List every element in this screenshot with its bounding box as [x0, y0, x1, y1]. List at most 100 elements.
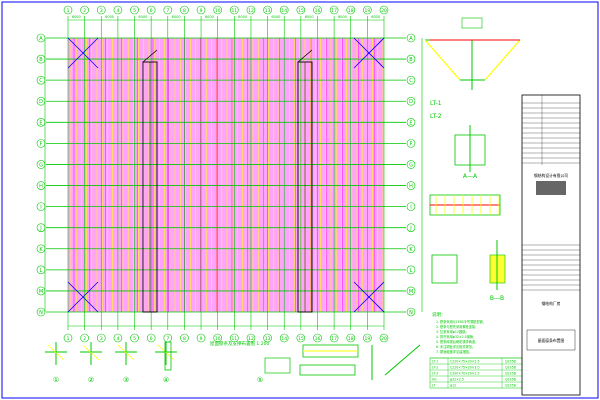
- grid-col-label: 5: [133, 8, 136, 14]
- grid-row-bubble: [406, 118, 416, 127]
- grid-row-label: L: [40, 268, 43, 274]
- grid-col-bubble: [279, 333, 289, 343]
- grid-col-label: 15: [298, 336, 304, 342]
- grid-col-label: 4: [116, 8, 119, 14]
- column-detail: [164, 341, 172, 371]
- grid-row-bubble: [406, 75, 416, 85]
- grid-col-label: 4: [116, 336, 119, 342]
- grid-col-bubble: [63, 5, 73, 15]
- drawing-name: 屋面檩条布置图: [538, 338, 565, 343]
- grid-row-label: A: [409, 36, 413, 42]
- schedule-cell: Q235B: [505, 384, 516, 388]
- grid-col-label: 13: [265, 336, 271, 342]
- dim-value: 6000: [105, 15, 114, 19]
- grid-col-label: 3: [100, 8, 103, 14]
- grid-col-label: 10: [215, 336, 221, 342]
- dim-value: 6000: [371, 15, 380, 19]
- grid-row-label: C: [409, 78, 413, 84]
- grid-col-bubble: [113, 5, 123, 15]
- frame-rafter: [384, 344, 421, 376]
- grid-row-bubble: [406, 96, 416, 106]
- schedule-cell: Q235B: [505, 360, 516, 364]
- grid-col-bubble: [146, 333, 156, 343]
- grid-col-label: 2: [83, 8, 86, 14]
- dim-value: 6000: [338, 15, 347, 19]
- grid-row-bubble: [406, 265, 416, 275]
- schedule-cell: φ12: [450, 384, 456, 388]
- grid-col-label: 19: [365, 336, 371, 342]
- grid-col-bubble: [113, 333, 123, 343]
- grid-col-label: 9: [200, 336, 203, 342]
- schedule-cell: Q235B: [505, 378, 516, 382]
- notes-title: 说明：: [432, 311, 446, 318]
- schedule-cell: LT: [432, 384, 435, 388]
- label-bb: B—B: [490, 295, 504, 302]
- grid-col-bubble: [313, 333, 322, 343]
- plan-fill: [68, 38, 384, 312]
- grid-col-label: 1: [67, 8, 70, 14]
- grid-col-bubble: [180, 5, 189, 15]
- grid-col-label: 20: [381, 8, 387, 14]
- detail-3-label: ③: [123, 376, 129, 384]
- grid-col-label: 2: [83, 336, 86, 342]
- detail-5-box: [264, 357, 291, 374]
- grid-row-bubble: [406, 33, 416, 43]
- grid-row-label: E: [409, 120, 412, 126]
- grid-col-bubble: [279, 5, 289, 15]
- grid-row-bubble: [406, 160, 416, 169]
- grid-col-bubble: [246, 333, 256, 343]
- grid-row-label: J: [409, 226, 411, 232]
- label-lt1: LT-1: [430, 100, 442, 107]
- brace-line: [353, 37, 385, 69]
- schedule-cell: φ32×2.5: [450, 378, 464, 382]
- grid-row-label: D: [39, 99, 43, 105]
- detail-1-diag: [47, 344, 65, 361]
- grid-col-bubble: [180, 333, 189, 343]
- grid-row-label: L: [410, 268, 413, 274]
- grid-col-bubble: [213, 333, 222, 343]
- dim-value: 6000: [271, 15, 280, 19]
- grid-col-bubble: [163, 5, 173, 15]
- detail-3-diag: [117, 344, 135, 361]
- grid-col-label: 12: [248, 336, 254, 342]
- brace-line: [67, 37, 99, 69]
- schedule-cell: LT-1: [432, 360, 438, 364]
- detail-2-label: ②: [88, 376, 94, 384]
- grid-row-label: H: [39, 184, 43, 190]
- grid-row-label: F: [410, 141, 413, 147]
- grid-col-bubble: [346, 333, 356, 343]
- grid-col-bubble: [263, 333, 272, 343]
- grid-col-bubble: [196, 333, 206, 343]
- dim-value: 6000: [138, 15, 147, 19]
- truss-diag: [424, 39, 461, 81]
- schedule-cell: LT-2: [432, 366, 438, 370]
- grid-row-label: I: [410, 205, 411, 211]
- grid-col-bubble: [130, 5, 139, 15]
- grid-col-label: 8: [183, 336, 186, 342]
- grid-row-bubble: [406, 202, 416, 211]
- grid-col-bubble: [379, 5, 389, 15]
- brace-line: [353, 281, 385, 313]
- schedule-cell: XG: [432, 378, 437, 382]
- grid-row-bubble: [406, 244, 416, 254]
- notes-line: 7. 屋面坡度详见建施图。: [436, 349, 472, 354]
- grid-col-label: 18: [348, 336, 354, 342]
- grid-col-label: 14: [281, 8, 287, 14]
- grid-col-label: 7: [166, 336, 169, 342]
- grid-row-bubble: [406, 307, 416, 317]
- grid-col-bubble: [313, 5, 322, 15]
- grid-col-label: 6: [150, 8, 153, 14]
- grid-row-label: N: [409, 310, 413, 316]
- detail-2-diag: [82, 344, 100, 361]
- dim-value: 6000: [305, 15, 314, 19]
- grid-col-bubble: [363, 333, 372, 343]
- grid-col-label: 11: [231, 8, 237, 14]
- grid-row-label: M: [39, 289, 43, 295]
- grid-row-label: D: [409, 99, 413, 105]
- label-lt2: LT-2: [430, 113, 442, 120]
- grid-col-label: 10: [215, 8, 221, 14]
- schedule-cell: Q235B: [505, 366, 516, 370]
